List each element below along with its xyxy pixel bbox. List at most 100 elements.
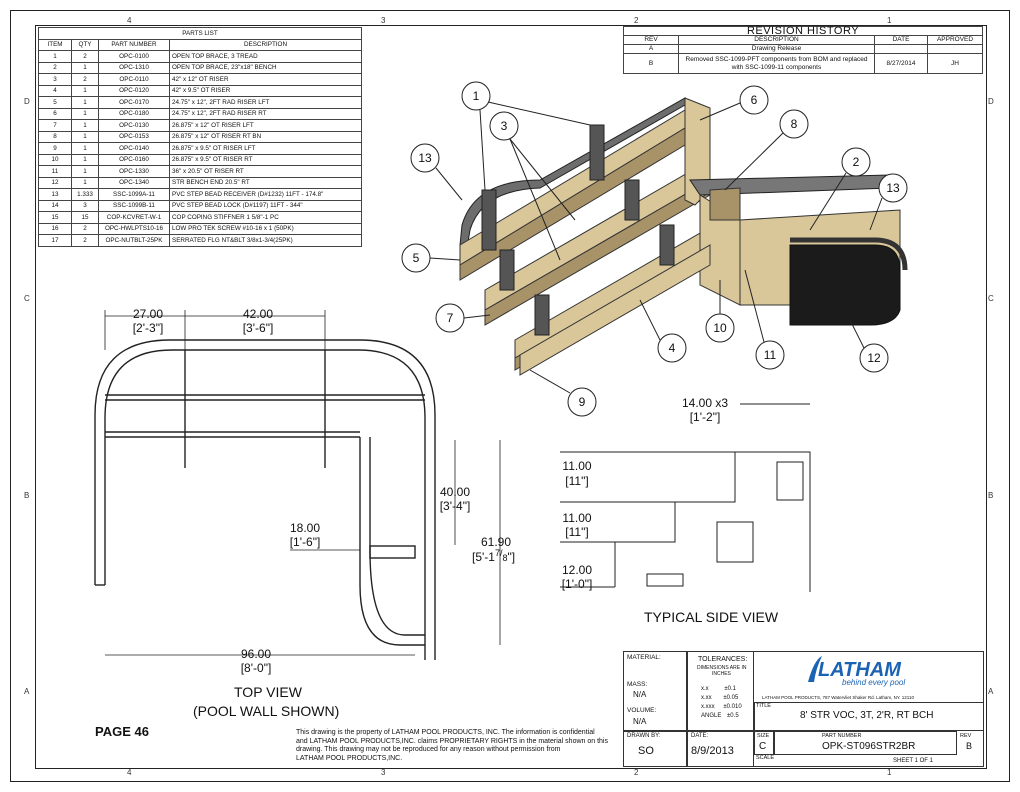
leader-line (869, 197, 883, 231)
balloon-6-label: 6 (751, 93, 758, 107)
parts-cell-qty: 1 (71, 107, 99, 120)
tol-key: x.xx (701, 695, 712, 701)
parts-cell-part-number: OPC-0160 (98, 153, 170, 166)
logo-text: LATHAM (818, 659, 902, 681)
parts-cell-qty: 1.333 (71, 188, 99, 201)
balloon-13-right (878, 173, 908, 203)
side-view-drawing: 14.00 x3 [1'-2"] 11.00 [11"] 11.00 [11"]… (560, 396, 811, 592)
zone-row-b-right: B (988, 491, 994, 500)
balloon-8-label: 8 (791, 117, 798, 131)
sheet-label: SHEET 1 OF 1 (893, 758, 933, 764)
title-label: TITLE (756, 703, 771, 709)
balloon-2 (841, 147, 871, 177)
parts-cell-item: 8 (38, 130, 72, 143)
leader-line (849, 319, 865, 349)
leader-line (479, 109, 486, 191)
coping-right (790, 237, 908, 271)
part-number-label: PART NUMBER (822, 733, 862, 739)
dim-18-value: 18.00 (290, 521, 320, 535)
brace-grate (499, 249, 515, 291)
parts-cell-qty: 3 (71, 199, 99, 212)
dim-18-feet: [1'-6"] (290, 535, 321, 549)
top-view-title: TOP VIEW (234, 684, 302, 700)
parts-cell-qty: 2 (71, 234, 99, 247)
tol-value: ±0.5 (727, 713, 739, 719)
material-cell (623, 651, 687, 731)
parts-cell-qty: 1 (71, 119, 99, 132)
parts-cell-description: OPEN TOP BRACE, 23"x18" BENCH (169, 61, 362, 74)
parts-cell-qty: 1 (71, 176, 99, 189)
bench-end-12 (789, 244, 901, 326)
parts-cell-qty: 1 (71, 142, 99, 155)
latham-logo: LATHAM behind every pool (808, 656, 905, 687)
part-number-cell (774, 731, 957, 755)
balloon-13-left-label: 13 (418, 151, 432, 165)
parts-cell-qty: 1 (71, 96, 99, 109)
zone-row-c-right: C (988, 294, 994, 303)
parts-cell-qty: 2 (71, 73, 99, 86)
dim-40-feet: [3'-4"] (440, 499, 471, 513)
parts-cell-part-number: SSC-1099A-11 (98, 188, 170, 201)
balloon-1 (461, 81, 491, 111)
part-number-value: OPK-ST096STR2BR (822, 741, 916, 752)
dim-61-value: 61.90 (481, 535, 511, 549)
zone-row-a-left: A (24, 687, 30, 696)
zone-col-4-bottom: 4 (127, 768, 132, 777)
parts-cell-description: PVC STEP BEAD RECEIVER (D#1232) 11FT - 1… (169, 188, 362, 201)
tolerances-sub2: INCHES (712, 671, 731, 677)
revision-history-table: REVISION HISTORY REV DESCRIPTION DATE AP… (623, 26, 983, 74)
top-view-subtitle: (POOL WALL SHOWN) (193, 703, 340, 719)
parts-header-description: DESCRIPTION (169, 38, 362, 51)
parts-cell-part-number: OPC-1310 (98, 61, 170, 74)
bench-radius (359, 584, 425, 646)
drawing-title: 8' STR VOC, 3T, 2'R, RT BCH (800, 710, 934, 721)
rev-row-description: Drawing Release (678, 44, 875, 54)
balloon-3 (489, 111, 519, 141)
disclaimer-line: drawing. This drawing may not be reprodu… (296, 746, 561, 753)
parts-cell-description: COP COPING STIFFNER 1 5/8"-1 PC (169, 211, 362, 224)
parts-cell-part-number: OPC-0120 (98, 84, 170, 97)
balloon-10-label: 10 (713, 321, 727, 335)
tol-value: ±0.010 (723, 704, 742, 710)
tol-key: x.x (701, 686, 709, 692)
riser-8 (709, 187, 741, 221)
leader-line (699, 102, 741, 121)
parts-cell-description: 26.875" x 12" OT RISER LFT (169, 119, 362, 132)
zone-col-3-bottom: 3 (381, 768, 386, 777)
parts-header-qty: QTY (71, 38, 99, 51)
parts-cell-qty: 2 (71, 50, 99, 63)
tolerance-rows: x.x ±0.1 x.xx ±0.05 x.xxx ±0.010 ANGLE ±… (701, 685, 742, 721)
coping-back-left (459, 97, 686, 249)
parts-cell-description: LOW PRO TEK SCREW #10-16 x 1 (50PK) (169, 222, 362, 235)
mass-value: N/A (633, 690, 647, 699)
parts-cell-part-number: OPC-HWLPTS10-16 (98, 222, 170, 235)
drawn-by-label: DRAWN BY: (627, 733, 661, 739)
mass-label: MASS: (627, 681, 648, 688)
parts-header-item: ITEM (38, 38, 72, 51)
balloon-8 (779, 109, 809, 139)
zone-col-1-top: 1 (887, 16, 892, 25)
balloon-9 (567, 387, 597, 417)
parts-cell-item: 5 (38, 96, 72, 109)
balloon-4-label: 4 (669, 341, 676, 355)
company-address: LATHAM POOL PRODUCTS, 787 Watervliet Sha… (762, 695, 914, 700)
parts-cell-part-number: OPC-0170 (98, 96, 170, 109)
pool-wall-outer (94, 339, 436, 660)
rev-value: B (966, 741, 973, 751)
tol-key: ANGLE (701, 713, 722, 719)
parts-cell-part-number: COP-KCVRET-W-1 (98, 211, 170, 224)
brace-grate (659, 224, 675, 266)
disclaimer-line: LATHAM POOL PRODUCTS,INC. (296, 754, 403, 762)
rev-header-approved: APPROVED (927, 35, 983, 45)
zone-col-1-bottom: 1 (887, 768, 892, 777)
parts-cell-part-number: OPC-0130 (98, 119, 170, 132)
balloon-13-right-label: 13 (886, 181, 900, 195)
dim-96-value: 96.00 (241, 647, 271, 661)
